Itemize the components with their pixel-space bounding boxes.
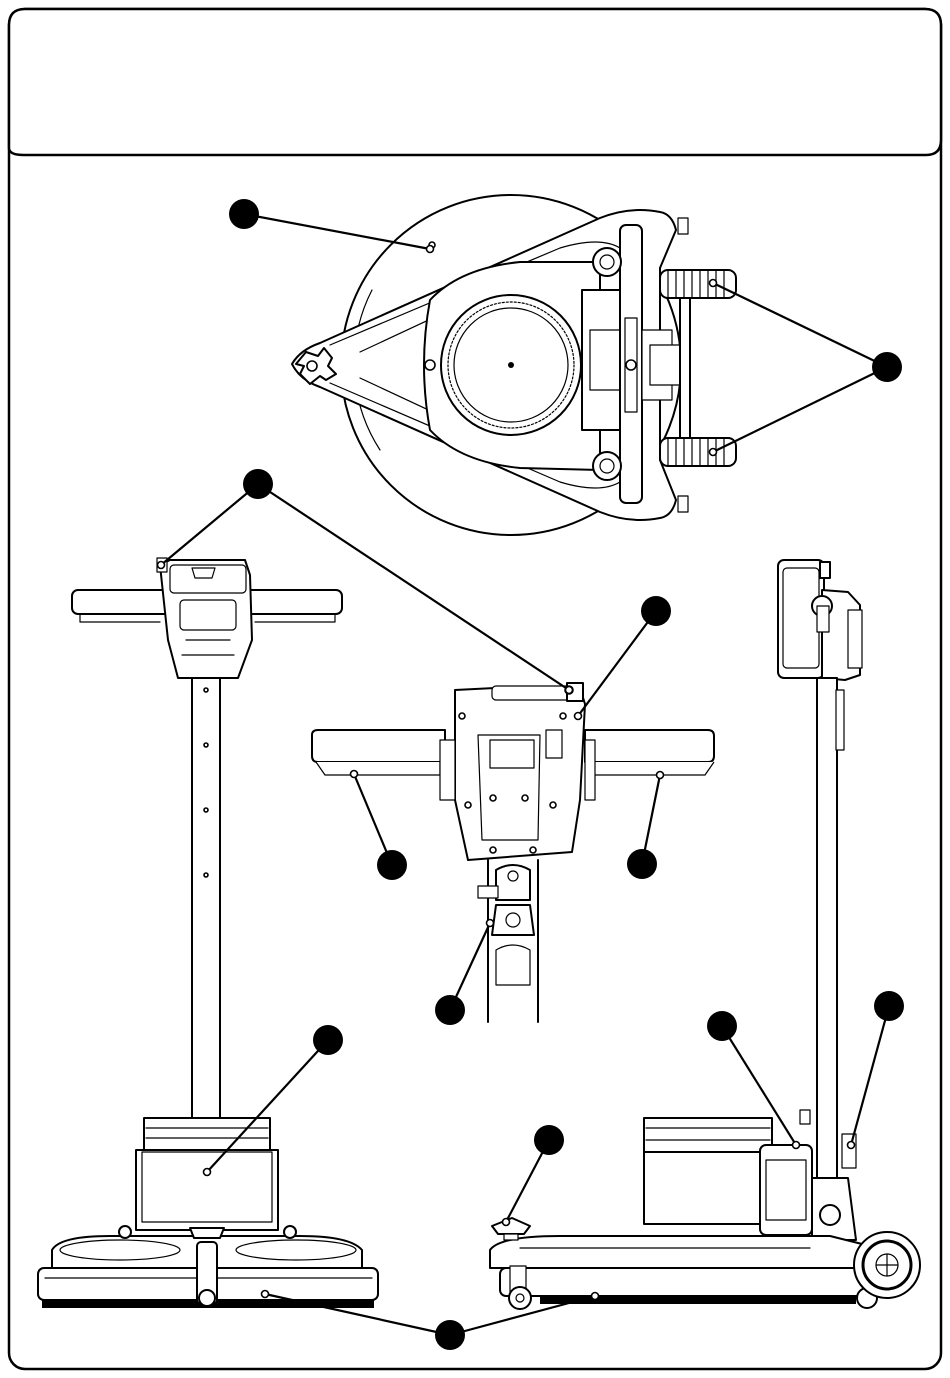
header-box — [9, 9, 941, 155]
side-motor-body — [644, 1152, 760, 1224]
callout-marker — [874, 991, 904, 1021]
callout-marker — [872, 352, 902, 382]
callout-marker — [534, 1125, 564, 1155]
side-column — [817, 678, 837, 1178]
callout-marker — [313, 1025, 343, 1055]
callout-marker — [229, 199, 259, 229]
side-base-top — [490, 1236, 870, 1268]
callout-marker — [627, 849, 657, 879]
side-base-deck — [500, 1268, 878, 1296]
callout-marker — [377, 850, 407, 880]
callout-marker — [435, 995, 465, 1025]
callout-marker — [641, 596, 671, 626]
callout-marker — [435, 1320, 465, 1350]
callout-marker — [707, 1011, 737, 1041]
side-motor-top — [644, 1118, 772, 1152]
detail-grip-right — [585, 730, 714, 762]
detail-grip-left — [312, 730, 445, 762]
callout-marker — [243, 469, 273, 499]
